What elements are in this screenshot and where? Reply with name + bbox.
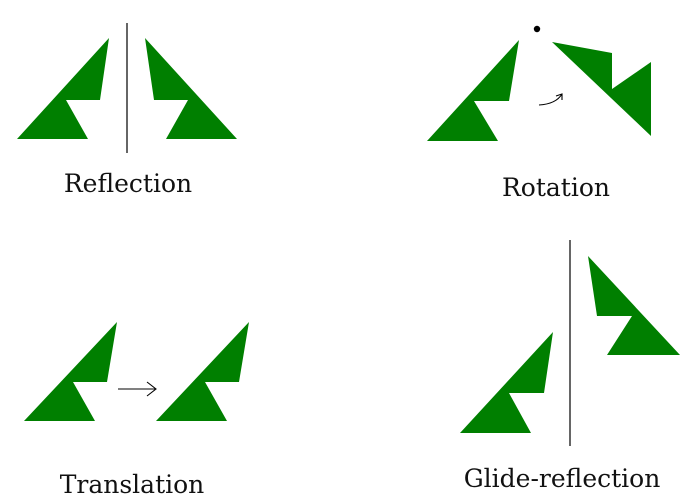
glide-reflection-label: Glide-reflection [464, 464, 661, 493]
rotation-panel: Rotation [427, 25, 651, 202]
rotation-label: Rotation [502, 173, 610, 202]
glide-original-shape [460, 332, 553, 433]
rotation-curved-arrow [538, 93, 563, 106]
translation-translated-shape [156, 322, 249, 421]
rotation-center-point [533, 25, 541, 33]
translation-original-shape [24, 322, 117, 421]
rotation-original-shape [427, 40, 519, 141]
rotation-arrow-head [555, 93, 563, 100]
translation-panel: Translation [24, 322, 249, 499]
reflection-original-shape [17, 38, 109, 139]
reflection-panel: Reflection [17, 23, 237, 198]
reflection-mirrored-shape [145, 38, 237, 139]
translation-label: Translation [60, 470, 205, 499]
translation-arrow-head [146, 381, 157, 397]
glide-reflected-shape [588, 256, 680, 355]
rotation-rotated-shape [552, 42, 651, 136]
glide-reflection-panel: Glide-reflection [460, 240, 680, 493]
reflection-label: Reflection [64, 169, 192, 198]
